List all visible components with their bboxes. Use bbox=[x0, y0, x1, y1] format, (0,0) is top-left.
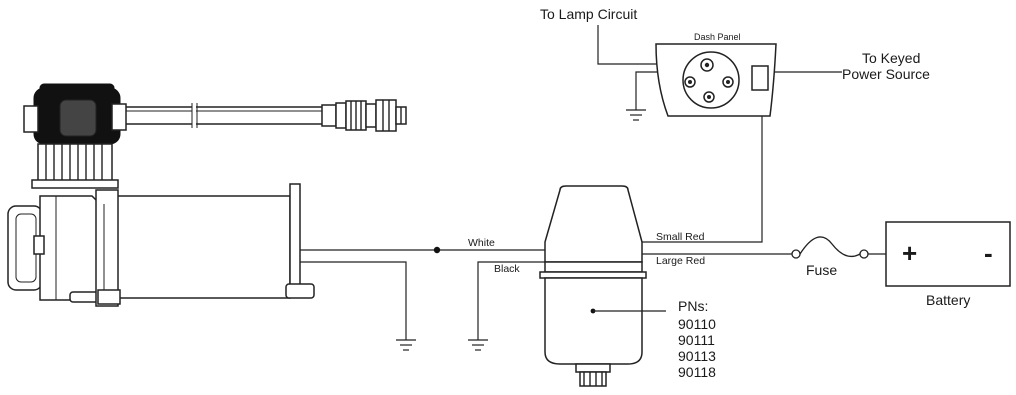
air-hose bbox=[121, 99, 407, 132]
part-number: 90110 bbox=[678, 316, 716, 332]
motor-body bbox=[95, 183, 315, 307]
dash-panel bbox=[655, 43, 777, 117]
keyed-power-label-line1: To Keyed bbox=[862, 50, 920, 66]
compressor-ground-wire bbox=[300, 261, 407, 340]
part-numbers-block: PNs: 90110 90111 90113 90118 bbox=[678, 298, 716, 380]
fuse-label: Fuse bbox=[806, 262, 837, 278]
small-red-label: Small Red bbox=[656, 231, 705, 243]
part-numbers-title: PNs: bbox=[678, 298, 708, 314]
compressor-end-cap bbox=[7, 195, 105, 303]
battery-negative-terminal: - bbox=[984, 238, 993, 268]
battery-positive-terminal: + bbox=[902, 238, 917, 268]
part-number: 90111 bbox=[678, 332, 715, 348]
black-wire-label: Black bbox=[494, 263, 520, 275]
lamp-circuit-label: To Lamp Circuit bbox=[540, 6, 637, 22]
compressor bbox=[7, 83, 407, 307]
fuse bbox=[791, 236, 869, 259]
black-wire bbox=[477, 261, 545, 340]
finned-cylinder bbox=[31, 143, 119, 189]
battery-label: Battery bbox=[926, 292, 970, 308]
white-wire-label: White bbox=[468, 237, 495, 249]
part-number: 90113 bbox=[678, 348, 716, 364]
relay-pressure-switch bbox=[539, 185, 666, 387]
ground-symbol bbox=[626, 109, 646, 121]
dash-panel-label: Dash Panel bbox=[694, 32, 741, 42]
indicator-lamp-socket bbox=[682, 51, 740, 109]
large-red-label: Large Red bbox=[656, 255, 705, 267]
ground-symbol bbox=[396, 339, 416, 351]
small-red-wire bbox=[642, 90, 763, 243]
ground-symbol bbox=[468, 339, 488, 351]
battery bbox=[885, 221, 1011, 287]
cylinder-head bbox=[23, 83, 127, 145]
part-number: 90118 bbox=[678, 364, 716, 380]
wire-junction-dot bbox=[433, 246, 441, 254]
keyed-power-label-line2: Power Source bbox=[842, 66, 930, 82]
dash-toggle-switch bbox=[751, 65, 769, 91]
